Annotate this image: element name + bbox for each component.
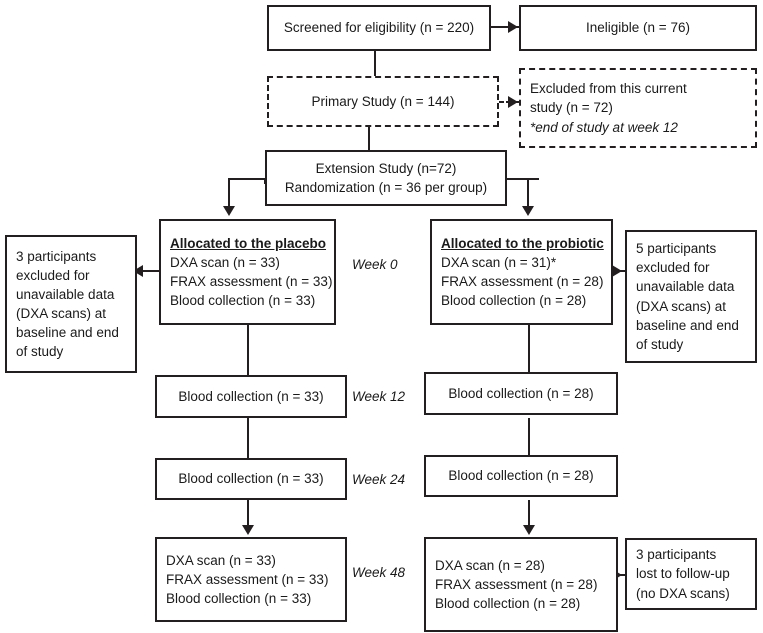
arrowhead-probiotic-w48 (523, 525, 535, 535)
excluded-current-line1: Excluded from this current (530, 81, 687, 97)
right-excluded-line2: excluded for (636, 260, 710, 276)
node-probiotic-week48: DXA scan (n = 28) FRAX assessment (n = 2… (424, 537, 618, 632)
connector-extension-left-vertical (228, 178, 230, 210)
connector-probiotic-w0-to-w12 (528, 325, 530, 375)
placebo-w48-line1: DXA scan (n = 33) (166, 552, 276, 568)
node-placebo-week48: DXA scan (n = 33) FRAX assessment (n = 3… (155, 537, 347, 622)
node-placebo-week24: Blood collection (n = 33) (155, 458, 347, 500)
probiotic-w48-line2: FRAX assessment (n = 28) (435, 576, 598, 592)
arrowhead-extension-to-probiotic (522, 206, 534, 216)
left-excluded-line1: 3 participants (16, 248, 97, 264)
arrowhead-primary-to-excluded (508, 96, 518, 108)
connector-placebo-w0-to-w12 (247, 325, 249, 375)
connector-extension-right-vertical (527, 178, 529, 210)
connector-screened-to-primary (374, 51, 376, 77)
placebo-w48-line3: Blood collection (n = 33) (166, 591, 312, 607)
left-excluded-line3: unavailable data (16, 286, 115, 302)
probiotic-alloc-line1: DXA scan (n = 31)* (441, 254, 557, 270)
connector-screened-to-ineligible (490, 26, 520, 28)
excluded-current-line3: *end of study at week 12 (530, 119, 678, 135)
lost-followup-line1: 3 participants (636, 547, 717, 563)
node-probiotic-week12: Blood collection (n = 28) (424, 372, 618, 415)
week-label-12: Week 12 (352, 389, 406, 404)
node-probiotic-week24: Blood collection (n = 28) (424, 455, 618, 497)
connector-extension-right-horizontal (507, 178, 539, 180)
probiotic-w12-text: Blood collection (n = 28) (448, 385, 594, 401)
placebo-alloc-line2: FRAX assessment (n = 33) (170, 274, 333, 289)
node-right-excluded-unavailable-data: 5 participants excluded for unavailable … (625, 230, 757, 363)
placebo-w24-text: Blood collection (n = 33) (178, 471, 324, 487)
placebo-w12-text: Blood collection (n = 33) (178, 388, 324, 404)
week-label-24: Week 24 (352, 472, 406, 487)
ineligible-text: Ineligible (n = 76) (586, 20, 690, 36)
placebo-w48-line2: FRAX assessment (n = 33) (166, 571, 329, 587)
primary-study-text: Primary Study (n = 144) (311, 93, 455, 109)
screened-text: Screened for eligibility (n = 220) (283, 20, 475, 36)
connector-placebo-w24-to-w48 (247, 500, 249, 530)
node-left-excluded-unavailable-data: 3 participants excluded for unavailable … (5, 235, 137, 373)
arrowhead-placebo-to-left-excluded (133, 265, 143, 277)
left-excluded-line5: baseline and end (16, 325, 119, 341)
connector-placebo-to-left-excluded (137, 270, 161, 272)
node-allocated-placebo: Allocated to the placebo DXA scan (n = 3… (159, 219, 336, 325)
week-label-0: Week 0 (352, 257, 398, 272)
connector-placebo-w12-to-w24 (247, 418, 249, 458)
right-excluded-line6: of study (636, 336, 684, 352)
node-lost-to-followup: 3 participants lost to follow-up (no DXA… (625, 538, 757, 610)
connector-extension-left-horizontal (228, 178, 266, 180)
node-extension-study: Extension Study (n=72) Randomization (n … (265, 150, 507, 206)
right-excluded-line5: baseline and end (636, 317, 739, 333)
probiotic-w48-line3: Blood collection (n = 28) (435, 596, 581, 612)
arrowhead-extension-to-placebo (223, 206, 235, 216)
extension-line1: Extension Study (n=72) (315, 160, 457, 176)
placebo-alloc-line3: Blood collection (n = 33) (170, 293, 316, 309)
node-excluded-from-current-study: Excluded from this current study (n = 72… (519, 68, 757, 148)
placebo-alloc-header: Allocated to the placebo (170, 235, 327, 251)
lost-followup-line3: (no DXA scans) (636, 585, 730, 601)
node-allocated-probiotic: Allocated to the probiotic DXA scan (n =… (430, 219, 613, 325)
right-excluded-line4: (DXA scans) at (636, 298, 727, 314)
left-excluded-line6: of study (16, 344, 64, 360)
lost-followup-line2: lost to follow-up (636, 566, 730, 582)
placebo-alloc-line1: DXA scan (n = 33) (170, 254, 280, 270)
left-excluded-line4: (DXA scans) at (16, 306, 107, 321)
probiotic-w24-text: Blood collection (n = 28) (448, 468, 594, 484)
connector-probiotic-w24-to-w48 (528, 500, 530, 530)
arrowhead-probiotic-to-right-excluded (612, 265, 622, 277)
left-excluded-line2: excluded for (16, 267, 90, 283)
excluded-current-line2: study (n = 72) (530, 100, 613, 116)
probiotic-alloc-line2: FRAX assessment (n = 28) (441, 274, 604, 289)
probiotic-alloc-line3: Blood collection (n = 28) (441, 293, 587, 309)
connector-probiotic-w12-to-w24 (528, 418, 530, 458)
arrowhead-placebo-w48 (242, 525, 254, 535)
probiotic-alloc-header: Allocated to the probiotic (441, 235, 604, 251)
right-excluded-line1: 5 participants (636, 241, 717, 257)
node-placebo-week12: Blood collection (n = 33) (155, 375, 347, 418)
node-screened-for-eligibility: Screened for eligibility (n = 220) (267, 5, 491, 51)
arrowhead-screened-to-ineligible (508, 21, 518, 33)
node-ineligible: Ineligible (n = 76) (519, 5, 757, 51)
week-label-48: Week 48 (352, 565, 406, 580)
extension-line2: Randomization (n = 36 per group) (284, 180, 488, 195)
probiotic-w48-line1: DXA scan (n = 28) (435, 557, 545, 573)
connector-primary-to-extension (368, 127, 370, 150)
node-primary-study: Primary Study (n = 144) (267, 76, 499, 127)
right-excluded-line3: unavailable data (636, 279, 735, 295)
